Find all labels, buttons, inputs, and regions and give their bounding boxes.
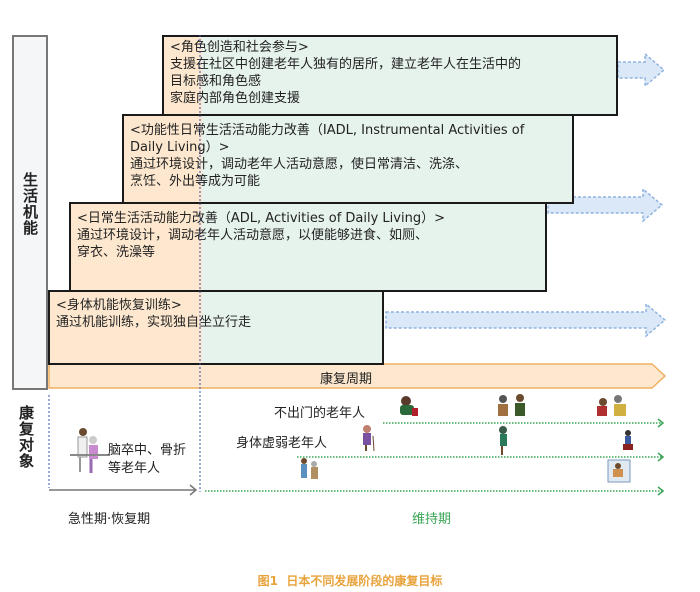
box-physical-training: <身体机能恢复训练> 通过机能训练，实现独自坐立行走	[48, 290, 384, 365]
box-text: 通过环境设计，调动老年人活动意愿，使日常清洁、洗涤、	[130, 157, 469, 172]
box-title: <身体机能恢复训练>	[56, 298, 182, 313]
box-title: <角色创造和社会参与>	[170, 40, 309, 55]
phase-maintenance-label: 维持期	[412, 512, 452, 527]
phase-acute-label: 急性期·恢复期	[68, 512, 151, 527]
box-text: 家庭内部角色创建支援	[170, 91, 301, 106]
rehab-period-bar	[48, 363, 667, 389]
rehab-period-label: 康复周期	[320, 372, 373, 387]
life-function-axis	[12, 35, 48, 390]
box-text: 穿衣、洗澡等	[77, 245, 156, 260]
elderly-person-icon	[498, 394, 525, 416]
box-text: 烹饪、外出等成为可能	[130, 174, 261, 189]
elderly-person-icon	[363, 425, 375, 452]
box-text: 通过环境设计，调动老年人活动意愿，以便能够进食、如厕、	[77, 228, 429, 243]
box-title: <功能性日常生活活动能力改善（IADL, Instrumental Activi…	[130, 123, 525, 155]
box-iadl: <功能性日常生活活动能力改善（IADL, Instrumental Activi…	[122, 114, 574, 204]
arrow-icon	[385, 52, 667, 338]
elderly-person-icon	[607, 459, 631, 483]
elderly-person-icon	[400, 396, 418, 416]
elderly-person-icon	[301, 458, 318, 479]
elderly-person-icon	[597, 395, 626, 416]
target-stroke-fracture: 脑卒中、骨折等老年人	[108, 443, 187, 476]
box-text: 支援在社区中创建老年人独有的居所，建立老年人在生活中的	[170, 57, 522, 72]
target-housebound: 不出门的老年人	[274, 406, 366, 421]
elderly-person-icon	[623, 430, 633, 450]
box-text: 通过机能训练，实现独自坐立行走	[56, 315, 252, 330]
box-role-creation: <角色创造和社会参与> 支援在社区中创建老年人独有的居所，建立老年人在生活中的 …	[162, 35, 618, 116]
box-text: 目标感和角色感	[170, 74, 262, 89]
elderly-person-icon	[499, 426, 507, 455]
target-frail: 身体虚弱老年人	[236, 436, 328, 451]
box-title: <日常生活活动能力改善（ADL, Activities of Daily Liv…	[77, 211, 445, 226]
elderly-person-icon	[70, 428, 110, 473]
progress-arrows	[48, 52, 667, 389]
rehab-target-label: 康复对象	[17, 405, 35, 469]
life-function-label: 生活机能	[21, 172, 39, 236]
box-adl: <日常生活活动能力改善（ADL, Activities of Daily Liv…	[69, 202, 547, 292]
maintenance-arrows	[205, 422, 662, 492]
acute-arrow	[49, 484, 198, 496]
figure-caption: 图1 日本不同发展阶段的康复目标	[257, 574, 443, 588]
